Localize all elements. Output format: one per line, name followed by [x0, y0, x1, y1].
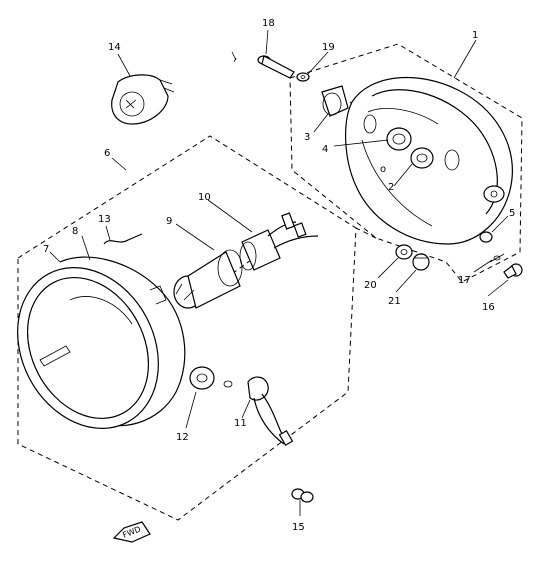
- bulb-socket-connector: [239, 212, 319, 271]
- collar-small: [395, 244, 413, 260]
- label-part-5: 5: [509, 208, 515, 219]
- label-part-21: 21: [388, 296, 401, 307]
- position-lamp-bulb: [291, 488, 314, 503]
- label-part-12: 12: [176, 432, 189, 443]
- grommet-small: [410, 147, 434, 169]
- stray-mark: [231, 51, 237, 63]
- headlight-bulb: [173, 249, 243, 309]
- label-part-1: 1: [472, 30, 478, 41]
- label-part-19: 19: [322, 42, 335, 53]
- position-lamp-grommet: [189, 366, 215, 390]
- nut-side: [479, 231, 493, 243]
- bolt-side: [503, 263, 523, 279]
- label-part-15: 15: [292, 522, 305, 533]
- bulb-socket-14: [111, 74, 175, 125]
- label-part-2: 2: [388, 182, 394, 193]
- label-part-4: 4: [322, 144, 328, 155]
- label-part-3: 3: [304, 132, 310, 143]
- label-part-9: 9: [166, 216, 172, 227]
- label-part-13: 13: [98, 214, 111, 225]
- spring-washer-side: [489, 253, 505, 263]
- cap-nut: [412, 253, 430, 271]
- position-lamp-socket: [223, 376, 294, 447]
- body-mark-o: o: [380, 164, 386, 175]
- label-part-7: 7: [43, 244, 49, 255]
- leader-lines: [49, 29, 509, 516]
- label-part-8: 8: [72, 226, 78, 237]
- label-part-11: 11: [234, 418, 247, 429]
- label-part-18: 18: [262, 18, 275, 29]
- collar: [321, 85, 349, 117]
- label-part-16: 16: [482, 302, 495, 313]
- wire-clip: [103, 233, 143, 245]
- headlight-unit-assembly-outline: [17, 135, 357, 521]
- label-part-6: 6: [104, 148, 110, 159]
- forward-direction-arrow: FWD: [112, 521, 151, 543]
- washer-top: [296, 72, 310, 82]
- guide-line-body: [355, 227, 377, 239]
- label-part-14: 14: [108, 42, 121, 53]
- bolt-top: [257, 55, 295, 79]
- headlight-rim-lens: [17, 256, 186, 429]
- grommet-large: [386, 127, 412, 151]
- label-part-10: 10: [198, 192, 211, 203]
- label-part-20: 20: [364, 280, 377, 291]
- label-part-17: 17: [458, 275, 471, 286]
